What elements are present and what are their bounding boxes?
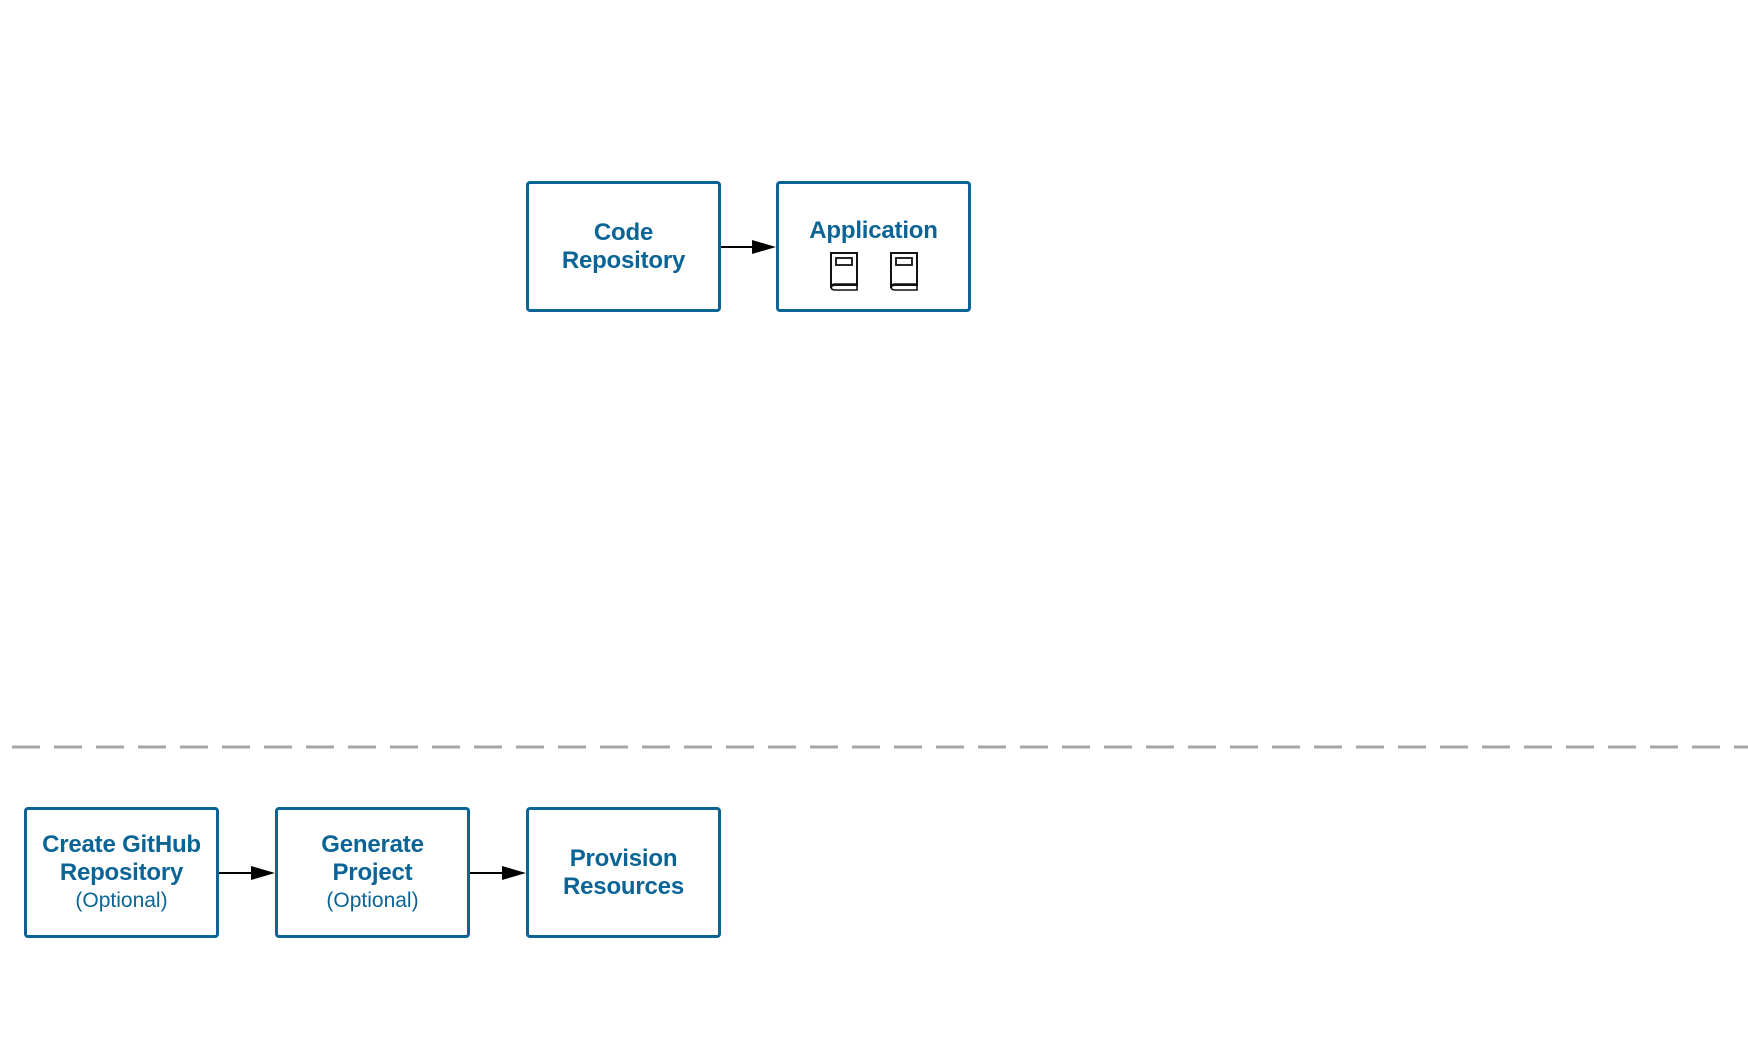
create-github-repository-optional: (Optional) — [75, 889, 168, 912]
code-repository-label: Code Repository — [561, 218, 686, 274]
code-repository-box: Code Repository — [526, 181, 721, 312]
arrow-code-repository-to-application — [721, 240, 776, 254]
provision-resources-box: Provision Resources — [526, 807, 721, 938]
application-icons — [829, 251, 919, 291]
application-box: Application — [776, 181, 971, 312]
book-icon — [829, 251, 859, 291]
create-github-repository-box: Create GitHub Repository (Optional) — [24, 807, 219, 938]
application-label: Application — [809, 216, 938, 244]
arrow-create-repo-to-generate-project — [219, 866, 275, 880]
create-github-repository-label: Create GitHub Repository — [42, 831, 201, 886]
book-icon — [889, 251, 919, 291]
provision-resources-label: Provision Resources — [563, 844, 684, 900]
generate-project-label: Generate Project — [321, 831, 424, 886]
generate-project-optional: (Optional) — [326, 889, 419, 912]
arrow-generate-project-to-provision-resources — [470, 866, 526, 880]
generate-project-box: Generate Project (Optional) — [275, 807, 470, 938]
